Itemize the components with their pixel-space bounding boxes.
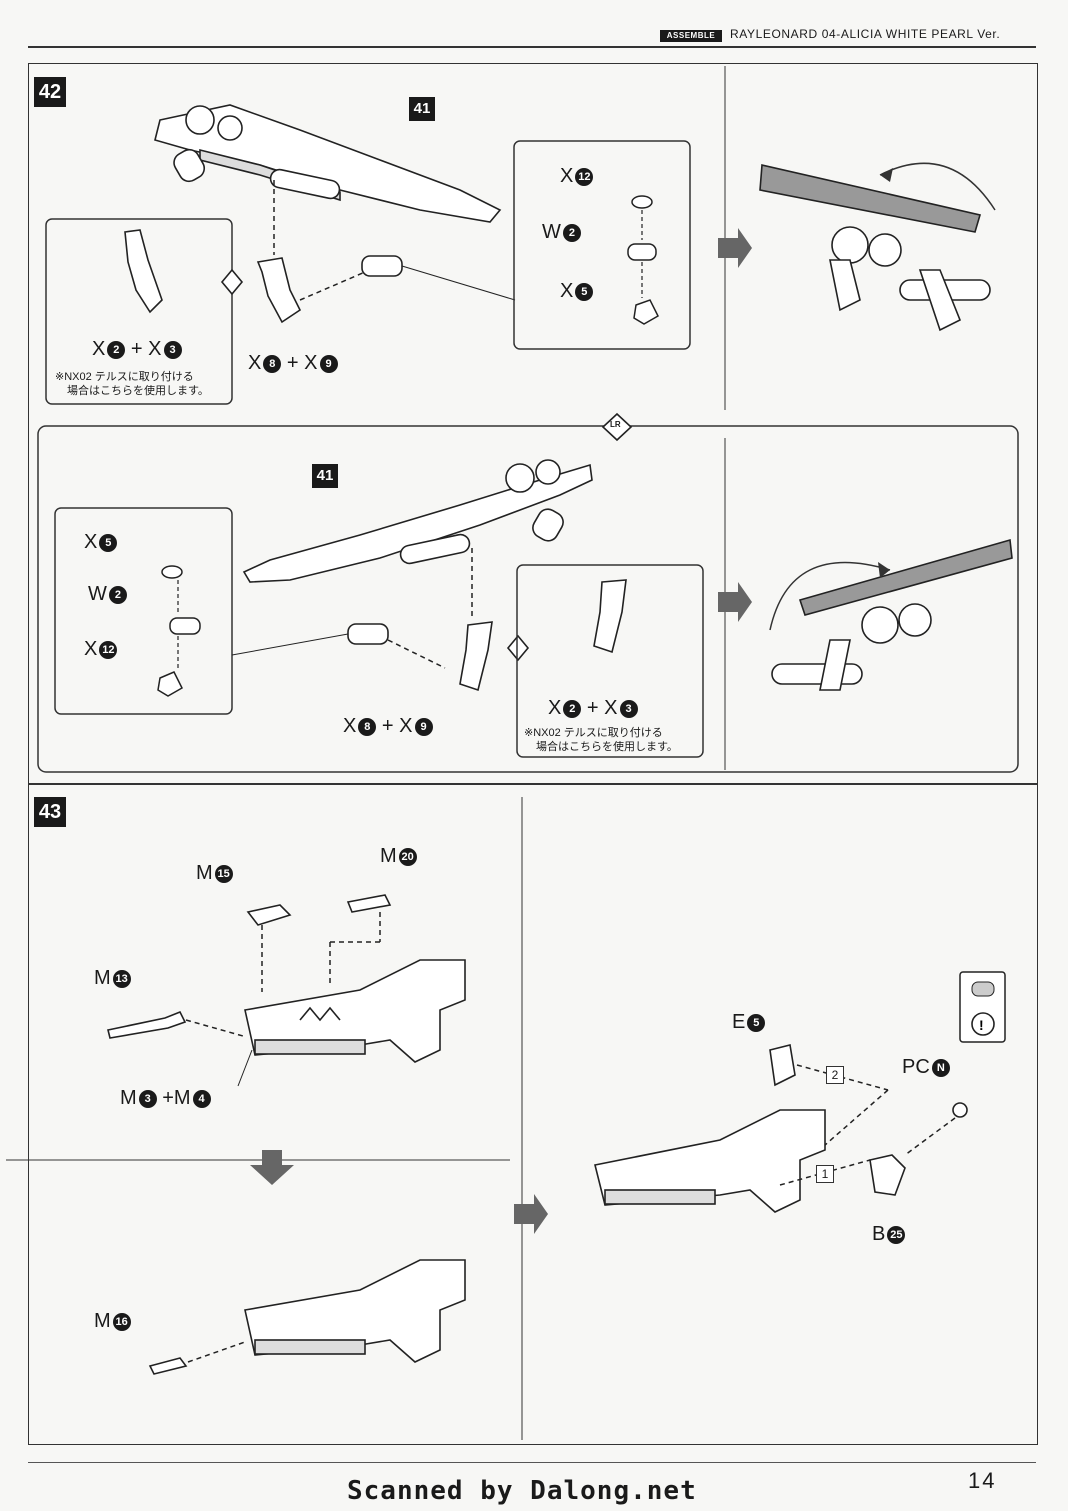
arm-part bbox=[256, 257, 302, 324]
rifle-part-top bbox=[244, 959, 466, 1063]
rifle-part-final bbox=[594, 1109, 826, 1213]
step-42-frame bbox=[28, 63, 1038, 785]
step-number: 43 bbox=[34, 797, 66, 827]
page-number: 14 bbox=[968, 1468, 997, 1493]
lr-badge: LR bbox=[610, 420, 621, 429]
header-rule bbox=[28, 46, 1036, 48]
part-ref-badge: 41 bbox=[312, 464, 338, 488]
step-43-frame bbox=[28, 783, 1038, 1445]
alt-arm-part bbox=[124, 229, 163, 314]
step-number: 42 bbox=[34, 77, 66, 107]
footer-rule bbox=[28, 1462, 1036, 1463]
sequence-marker: 1 bbox=[816, 1165, 834, 1183]
sequence-marker: 2 bbox=[826, 1066, 844, 1084]
sword-part-upper bbox=[154, 104, 502, 223]
manual-title: RAYLEONARD 04-ALICIA WHITE PEARL Ver. bbox=[730, 27, 1001, 41]
part-ref-badge: 41 bbox=[409, 97, 435, 121]
sword-part-lower bbox=[242, 459, 593, 583]
alt-note: ※NX02 テルスに取り付ける 場合はこちらを使用します。 bbox=[524, 727, 678, 753]
scan-credit: Scanned by Dalong.net bbox=[347, 1476, 697, 1506]
svg-text:!: ! bbox=[979, 1017, 984, 1033]
assemble-badge: ASSEMBLE bbox=[660, 30, 722, 42]
alt-note: ※NX02 テルスに取り付ける 場合はこちらを使用します。 bbox=[55, 371, 209, 397]
